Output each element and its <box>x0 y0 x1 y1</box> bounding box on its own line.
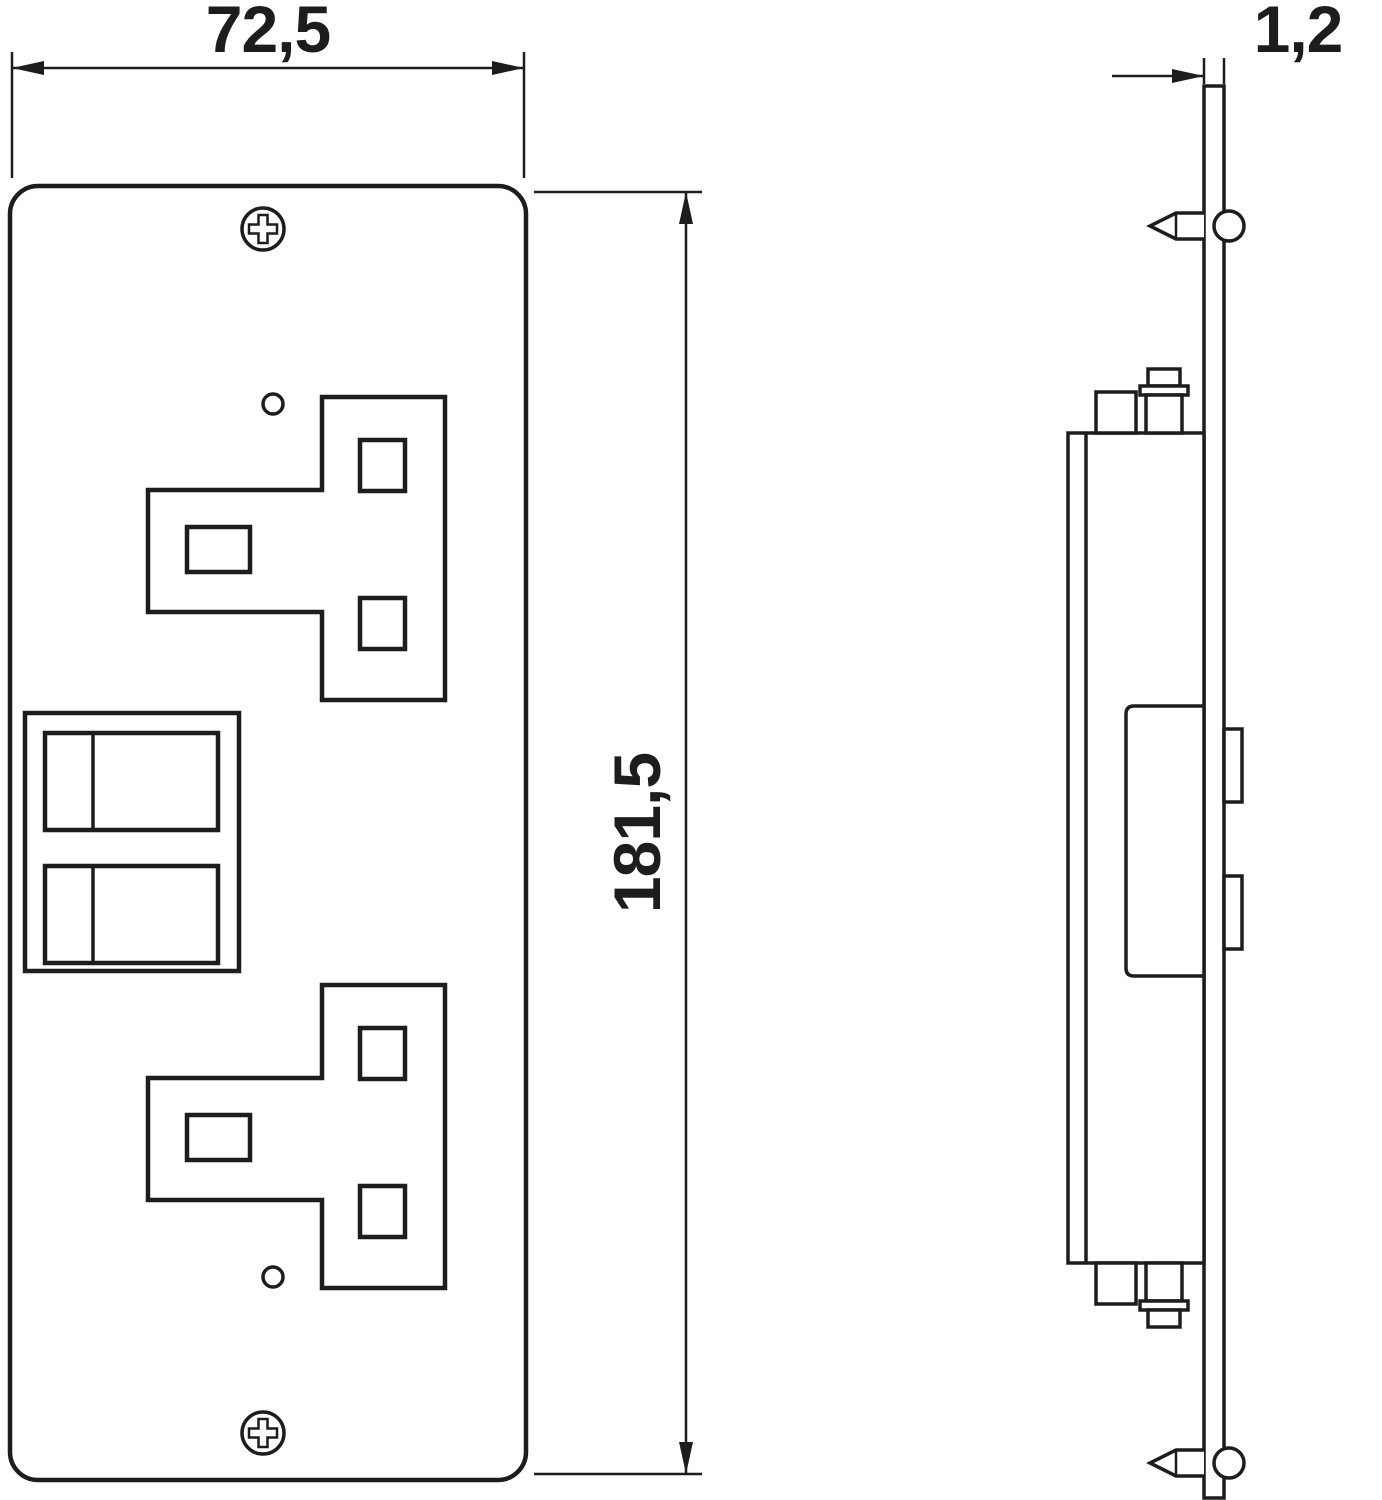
terminal-bottom <box>1094 1261 1190 1329</box>
dimension-width: 72,5 <box>10 0 526 178</box>
phillips-cross-icon <box>247 1417 279 1449</box>
terminal-block <box>1094 390 1138 435</box>
screw-head-icon <box>1212 209 1246 243</box>
socket-slot-left <box>184 524 253 575</box>
terminal-top <box>1094 367 1190 435</box>
clamp-body <box>1144 1261 1184 1303</box>
socket-lower <box>145 982 448 1291</box>
socket-slot-top <box>357 1025 408 1082</box>
arrowhead-right-icon <box>492 61 524 75</box>
side-view: 1,2 <box>1066 0 1343 1500</box>
rocker-switch-upper <box>42 730 221 833</box>
switch-block <box>22 710 242 974</box>
rocker-profile-lower <box>1222 874 1244 951</box>
switch-module-profile <box>1124 704 1204 978</box>
height-dimension-label: 181,5 <box>600 753 674 913</box>
screw-head-icon <box>240 1410 286 1456</box>
phillips-cross-icon <box>247 213 279 245</box>
dimension-thickness: 1,2 <box>1112 0 1343 84</box>
arrowhead-right-icon <box>1172 69 1204 83</box>
housing-body <box>1066 431 1206 1265</box>
arrowhead-top-icon <box>679 192 693 224</box>
terminal-block <box>1094 1261 1138 1306</box>
thickness-dimension-label: 1,2 <box>1254 0 1343 66</box>
screw-head-icon <box>240 206 286 252</box>
socket-slot-top <box>357 437 408 494</box>
socket-upper <box>145 394 448 703</box>
dimension-height: 181,5 <box>534 190 702 1476</box>
housing-outline <box>1066 431 1206 1265</box>
fixing-screw-top-side <box>1146 209 1246 243</box>
socket-slot-bottom <box>357 595 408 652</box>
faceplate-edge <box>1202 84 1226 1500</box>
indicator-hole-upper <box>261 392 285 416</box>
clamp-screw-head <box>1146 367 1182 388</box>
rocker-switch-lower <box>42 863 221 966</box>
fixing-screw-bottom-side <box>1146 1446 1246 1480</box>
screw-top <box>240 206 286 252</box>
screw-head-icon <box>1212 1446 1246 1480</box>
socket-slot-bottom <box>357 1183 408 1240</box>
front-view: 72,5 181,5 <box>7 0 702 1483</box>
rocker-profile-upper <box>1222 727 1244 804</box>
screw-bottom <box>240 1410 286 1456</box>
width-dimension-label: 72,5 <box>206 0 330 66</box>
arrowhead-left-icon <box>12 61 44 75</box>
clamp-screw-head <box>1146 1308 1182 1329</box>
clamp-body <box>1144 393 1184 435</box>
socket-slot-left <box>184 1112 253 1163</box>
indicator-hole-lower <box>261 1265 285 1289</box>
arrowhead-bottom-icon <box>679 1442 693 1474</box>
